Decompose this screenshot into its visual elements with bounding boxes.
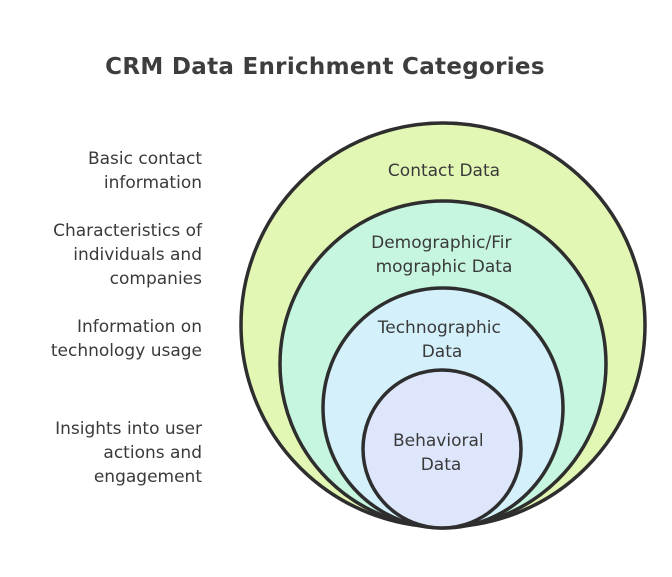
description-demographic: Characteristics of individuals and compa… — [53, 221, 202, 289]
ring-behavioral: Behavioral Data — [361, 368, 523, 530]
ring-behavioral-circle — [361, 368, 523, 530]
description-behavioral: Insights into user actions and engagemen… — [55, 419, 202, 487]
description-technographic: Information on technology usage — [50, 317, 202, 361]
description-contact: Basic contact information — [87, 149, 202, 193]
ring-contact-label: Contact Data — [388, 161, 500, 181]
diagram-title: CRM Data Enrichment Categories — [105, 54, 545, 80]
ring-demographic-label: Demographic/Fir mographic Data — [371, 233, 517, 277]
ring-technographic-label: Technographic Data — [377, 318, 507, 362]
ring-behavioral-label: Behavioral Data — [393, 431, 489, 475]
